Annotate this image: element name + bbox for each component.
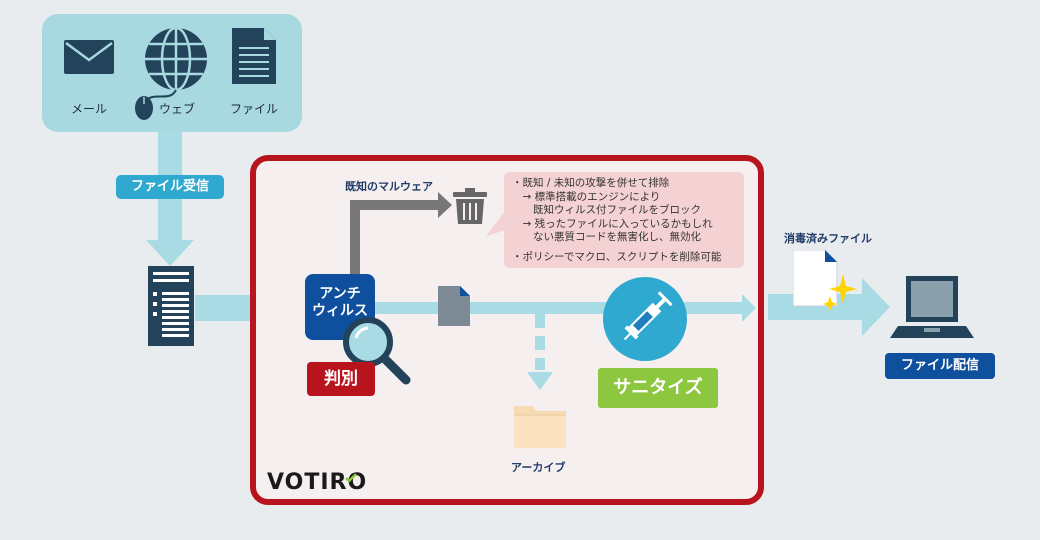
archive-label: アーカイブ: [511, 461, 566, 474]
note-pointer: [486, 210, 506, 236]
note-line-2: → 標準搭載のエンジンにより: [512, 190, 661, 203]
inner-malware-vertical: [350, 200, 360, 280]
logo-check-icon: [345, 473, 357, 483]
antivirus-line-1: アンチ: [319, 286, 361, 302]
folder-icon: [514, 406, 566, 448]
inner-archive-arrowhead: [527, 372, 553, 390]
source-label-mail: メール: [70, 102, 107, 116]
flow-exit-arrow: [862, 278, 890, 336]
inner-archive-dash-3: [535, 358, 545, 370]
computer-icon: [890, 276, 974, 338]
sanitized-file-icon: [793, 250, 857, 311]
flow-down-arrow: [146, 240, 194, 266]
antivirus-line-2: ウィルス: [312, 303, 368, 319]
server-icon: [148, 266, 194, 346]
inner-archive-dash-1: [535, 314, 545, 328]
inner-malware-horizontal: [350, 200, 440, 210]
file-in-flow-icon: [438, 286, 470, 326]
note-line-4: → 残ったファイルに入っているかもしれ: [512, 217, 713, 230]
note-line-3: 既知ウィルス付ファイルをブロック: [512, 204, 701, 216]
inner-archive-dash-2: [535, 336, 545, 350]
votiro-logo: VOTIRO: [267, 470, 367, 495]
document-icon: [232, 28, 276, 84]
note-line-7: ・ポリシーでマクロ、スクリプトを削除可能: [512, 250, 722, 263]
sanitize-label: サニタイズ: [598, 368, 718, 408]
note-line-5: ない悪質コードを無害化し、無効化: [512, 231, 701, 243]
hanbetsu-label: 判別: [307, 362, 375, 396]
syringe-icon: [603, 277, 687, 361]
source-label-file: ファイル: [229, 102, 278, 116]
inner-flow-arrowhead: [742, 294, 756, 322]
trash-icon: [453, 188, 487, 224]
note-line-1: ・既知 / 未知の攻撃を併せて排除: [512, 177, 670, 189]
source-label-web: ウェブ: [158, 102, 195, 116]
sanitized-file-label: 消毒済みファイル: [784, 232, 872, 245]
mail-icon: [64, 40, 114, 74]
globe-icon: [135, 26, 207, 120]
votiro-logo-text: VOTIRO: [267, 470, 368, 495]
file-receive-label: ファイル受信: [116, 175, 224, 199]
inner-malware-arrowhead: [438, 192, 452, 218]
feature-note: ・既知 / 未知の攻撃を併せて排除 → 標準搭載のエンジンにより 既知ウィルス付…: [504, 172, 744, 268]
inner-flow-main-line: [370, 302, 745, 314]
known-malware-label: 既知のマルウェア: [345, 180, 433, 193]
file-deliver-label: ファイル配信: [885, 353, 995, 379]
